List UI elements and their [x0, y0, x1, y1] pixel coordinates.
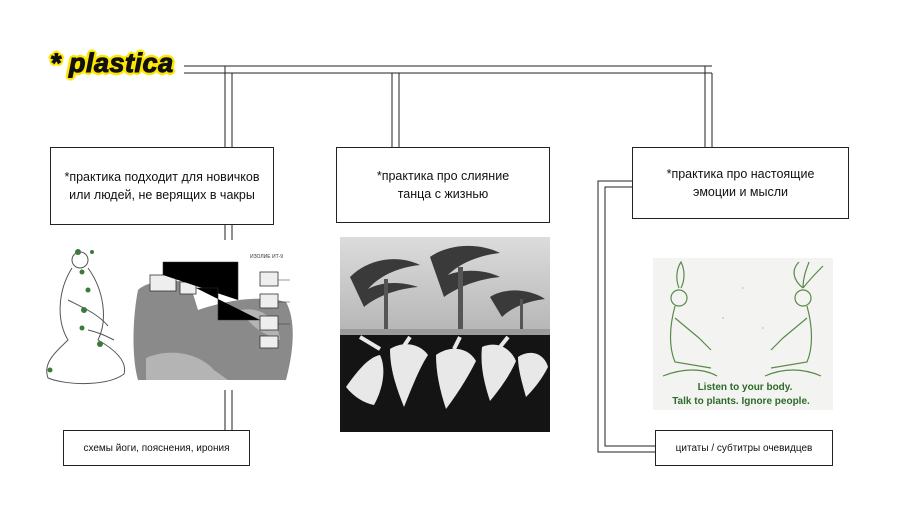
- logo-asterisk: *: [49, 48, 62, 78]
- tag-yoga-schemes-text: схемы йоги, пояснения, ирония: [83, 442, 230, 454]
- card-emotions: *практика про настоящие эмоции и мысли: [632, 147, 849, 219]
- yoga-diagram-image: ИЗОЛИЕ ИТ-9: [28, 240, 303, 390]
- plants-meme-subtitle-1: Listen to your body.: [698, 382, 793, 393]
- tag-quotes-subtitles: цитаты / субтитры очевидцев: [655, 430, 833, 466]
- plastica-logo: * plastica: [49, 48, 174, 78]
- plants-meme-image: Listen to your body. Talk to plants. Ign…: [653, 258, 833, 410]
- card-dance-life-text: *практика про слияние танца с жизнью: [376, 168, 510, 201]
- card-dance-life: *практика про слияние танца с жизнью: [336, 147, 550, 223]
- card-beginners: *практика подходит для новичков или люде…: [50, 147, 274, 225]
- card-beginners-text: *практика подходит для новичков или люде…: [64, 169, 260, 202]
- storm-dancers-image: [340, 237, 550, 432]
- logo-text: plastica: [69, 48, 174, 78]
- tag-yoga-schemes: схемы йоги, пояснения, ирония: [63, 430, 250, 466]
- plants-meme-subtitle-2: Talk to plants. Ignore people.: [672, 396, 810, 407]
- yoga-diagram-caption: ИЗОЛИЕ ИТ-9: [250, 254, 283, 260]
- tag-quotes-subtitles-text: цитаты / субтитры очевидцев: [675, 442, 813, 454]
- card-emotions-text: *практика про настоящие эмоции и мысли: [666, 166, 815, 199]
